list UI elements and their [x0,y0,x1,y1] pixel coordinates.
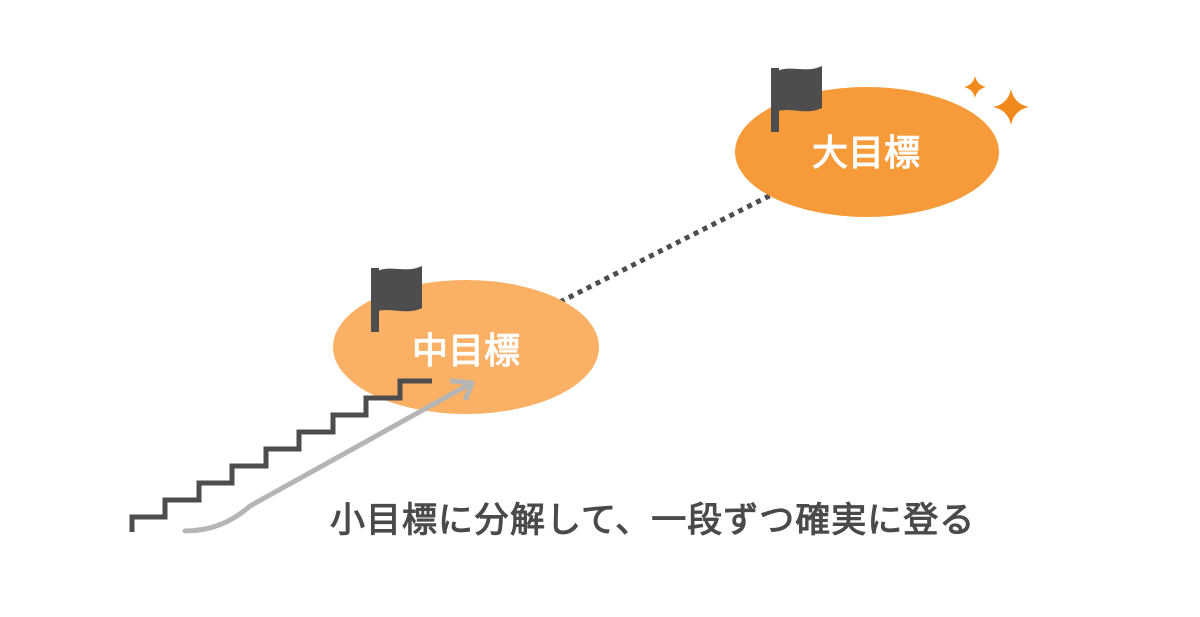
flag-icon [771,66,822,132]
large-goal-ellipse [735,87,999,217]
arrow-icon [182,378,475,534]
stairs-icon [129,378,432,532]
sparkle-icon [993,89,1029,125]
flag-icon [371,266,422,332]
medium-goal-label: 中目標 [412,331,520,372]
sparkle-icon [964,76,986,98]
dotted-connector [558,190,777,305]
large-goal-label: 大目標 [812,133,920,174]
caption-text: 小目標に分解して、一段ずつ確実に登る [330,501,976,541]
